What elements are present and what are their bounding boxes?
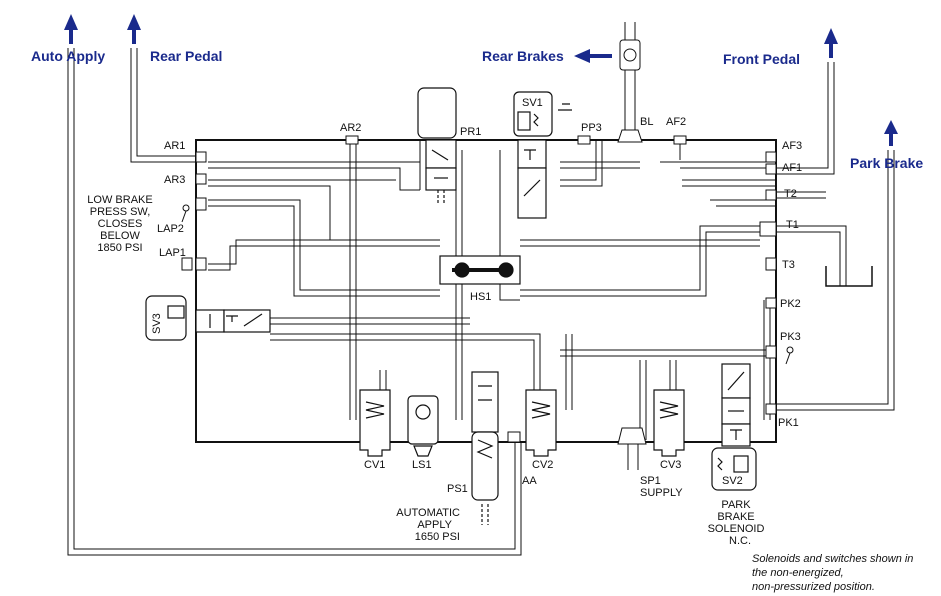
auto-apply-label: Auto Apply [31, 48, 106, 64]
svg-text:PRESS SW,: PRESS SW, [90, 206, 151, 218]
port-pk1-label: PK1 [778, 417, 799, 429]
svg-text:APPLY: APPLY [417, 519, 452, 531]
port-t3-label: T3 [782, 259, 795, 271]
ls1-load-sensor [407, 395, 439, 457]
port-af3-label: AF3 [782, 140, 802, 152]
cv1-check-valve [359, 389, 391, 457]
svg-text:SOLENOID: SOLENOID [708, 523, 765, 535]
pk3-switch-icon [785, 346, 794, 365]
port-pp3-label: PP3 [581, 122, 602, 134]
port-lap2-label: LAP2 [157, 223, 184, 235]
svg-text:AUTOMATIC: AUTOMATIC [396, 507, 460, 519]
sv2-label: SV2 [722, 475, 743, 487]
port-af2-label: AF2 [666, 116, 686, 128]
lap2-switch-icon [181, 204, 190, 223]
hs1-label: HS1 [470, 291, 491, 303]
hs1-shuttle-valve [439, 255, 521, 285]
port-ar1-label: AR1 [164, 140, 185, 152]
port-ar2-label: AR2 [340, 122, 361, 134]
rear-brakes-arrow [574, 49, 612, 63]
cv2-label: CV2 [532, 459, 553, 471]
port-lap1-label: LAP1 [159, 247, 186, 259]
svg-text:1850 PSI: 1850 PSI [97, 242, 142, 254]
park-brake-arrow [884, 120, 898, 146]
bl-check-fitting [617, 39, 643, 143]
park-brake-solenoid-note: PARK BRAKE SOLENOID N.C. [708, 499, 765, 547]
low-brake-switch-note: LOW BRAKE PRESS SW, CLOSES BELOW 1850 PS… [87, 194, 152, 254]
port-pk2-label: PK2 [780, 298, 801, 310]
svg-text:LOW BRAKE: LOW BRAKE [87, 194, 152, 206]
sv3-solenoid-valve [145, 295, 271, 341]
port-fittings [195, 135, 777, 443]
external-lines [67, 22, 895, 556]
svg-text:SUPPLY: SUPPLY [640, 487, 683, 499]
cv3-check-valve [653, 389, 685, 457]
t1-fitting [759, 221, 777, 237]
port-aa-label: AA [522, 475, 537, 487]
pr1-valve [417, 87, 457, 205]
port-t2-label: T2 [784, 188, 797, 200]
sp1-supply-note: SP1 SUPPLY [640, 475, 683, 499]
automatic-apply-note: AUTOMATIC APPLY 1650 PSI [396, 507, 460, 543]
reservoir-tank [825, 266, 873, 287]
rear-brakes-label: Rear Brakes [482, 48, 564, 64]
cv2-check-valve [525, 389, 557, 457]
cv1-label: CV1 [364, 459, 385, 471]
internal-passages [208, 140, 776, 440]
ps1-pressure-switch [471, 371, 499, 525]
port-af1-label: AF1 [782, 162, 802, 174]
front-pedal-arrow [824, 28, 838, 58]
sp1-fitting [617, 427, 647, 445]
sv1-label: SV1 [522, 97, 543, 109]
svg-text:PARK: PARK [721, 499, 751, 511]
park-brake-label: Park Brake [850, 155, 924, 171]
rear-pedal-arrow [127, 14, 141, 44]
sv2-solenoid-valve [711, 363, 757, 491]
ls1-label: LS1 [412, 459, 432, 471]
svg-text:1650 PSI: 1650 PSI [415, 531, 460, 543]
ps1-label: PS1 [447, 483, 468, 495]
port-pk3-label: PK3 [780, 331, 801, 343]
port-bl-label: BL [640, 116, 653, 128]
sv1-solenoid-valve [513, 91, 572, 219]
port-ar3-label: AR3 [164, 174, 185, 186]
front-pedal-label: Front Pedal [723, 51, 801, 67]
svg-text:BRAKE: BRAKE [717, 511, 754, 523]
port-t1-label: T1 [786, 219, 799, 231]
svg-text:N.C.: N.C. [729, 535, 751, 547]
svg-text:SP1: SP1 [640, 475, 661, 487]
lap1-switch-icon [181, 257, 193, 271]
auto-apply-arrow [64, 14, 78, 44]
rear-pedal-label: Rear Pedal [150, 48, 223, 64]
footnote: Solenoids and switches shown in the non-… [752, 553, 914, 593]
svg-text:BELOW: BELOW [100, 230, 140, 242]
pr1-label: PR1 [460, 126, 481, 138]
sv3-label: SV3 [151, 313, 163, 334]
cv3-label: CV3 [660, 459, 681, 471]
svg-text:CLOSES: CLOSES [98, 218, 143, 230]
